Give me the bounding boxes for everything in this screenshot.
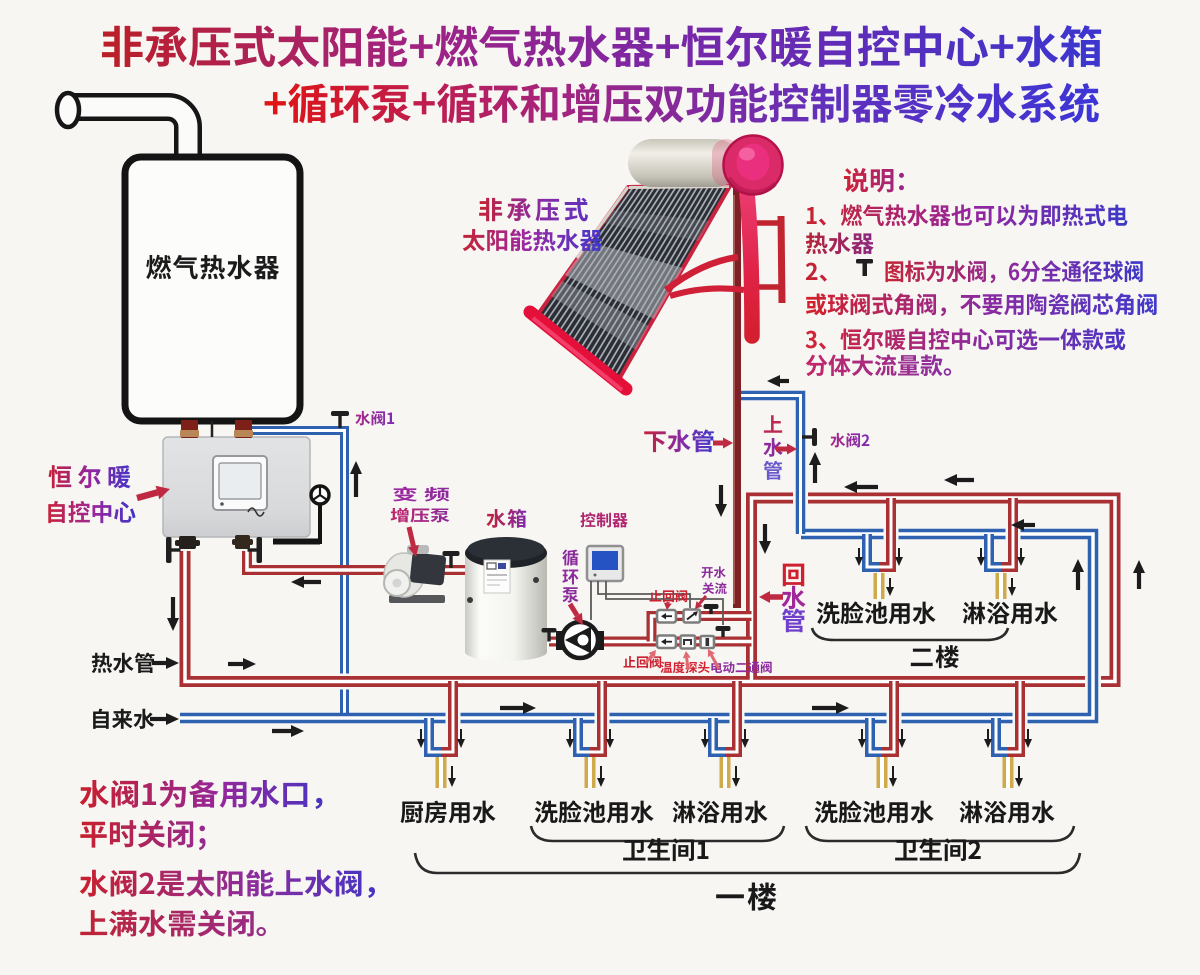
svg-text:泵: 泵 [562,581,579,606]
svg-text:太阳能热水器: 太阳能热水器 [462,222,603,256]
svg-text:水阀1为备用水口，: 水阀1为备用水口， [79,772,341,814]
svg-text:水: 水 [763,432,783,461]
svg-text:热水器: 热水器 [805,225,874,259]
svg-text:二楼: 二楼 [910,639,961,674]
svg-text:自控中心: 自控中心 [45,494,136,528]
svg-text:平时关闭；: 平时关闭； [79,812,224,854]
svg-text:3、恒尔暖自控中心可选一体款或: 3、恒尔暖自控中心可选一体款或 [805,321,1126,355]
svg-text:下水管: 下水管 [643,422,715,457]
svg-text:恒 尔 暖: 恒 尔 暖 [48,459,131,494]
svg-text:水阀2是太阳能上水阀，: 水阀2是太阳能上水阀， [79,862,393,903]
svg-text:电动二通阀: 电动二通阀 [710,657,773,676]
svg-text:厨房用水: 厨房用水 [400,793,496,828]
svg-text:分体大流量款。: 分体大流量款。 [805,347,966,381]
svg-text:止回阀: 止回阀 [623,652,662,671]
svg-text:控制器: 控制器 [580,507,628,531]
svg-text:非承压式太阳能+燃气热水器+恒尔暖自控中心+水箱: 非承压式太阳能+燃气热水器+恒尔暖自控中心+水箱 [100,12,1103,76]
svg-text:+循环泵+循环和增压双功能控制器零冷水系统: +循环泵+循环和增压双功能控制器零冷水系统 [263,71,1100,132]
svg-text:上满水需关闭。: 上满水需关闭。 [79,902,285,943]
svg-text:淋浴用水: 淋浴用水 [962,594,1058,629]
svg-text:淋浴用水: 淋浴用水 [672,793,768,828]
svg-text:非承压式: 非承压式 [478,191,592,227]
svg-text:管: 管 [781,602,806,638]
svg-text:燃气热水器: 燃气热水器 [145,248,280,285]
svg-text:洗脸池用水: 洗脸池用水 [534,793,654,828]
svg-text:水阀1: 水阀1 [355,407,395,429]
svg-text:环: 环 [562,563,579,588]
svg-text:水阀2: 水阀2 [830,429,870,451]
svg-text:1、燃气热水器也可以为即热式电: 1、燃气热水器也可以为即热式电 [805,197,1128,231]
svg-text:关流: 关流 [702,578,728,597]
svg-text:卫生间1: 卫生间1 [622,832,710,867]
svg-text:2、: 2、 [805,253,842,287]
svg-text:自来水: 自来水 [90,703,155,734]
svg-text:洗脸池用水: 洗脸池用水 [814,793,934,828]
svg-text:温度探头: 温度探头 [660,657,710,676]
svg-text:变 频: 变 频 [392,483,451,505]
svg-text:图标为水阀，6分全通径球阀: 图标为水阀，6分全通径球阀 [884,253,1144,287]
svg-text:水: 水 [781,579,806,615]
svg-text:淋浴用水: 淋浴用水 [959,793,1055,828]
svg-text:循: 循 [562,544,579,569]
svg-text:开水: 开水 [701,562,727,581]
svg-text:一楼: 一楼 [715,873,779,917]
svg-text:说明：: 说明： [843,161,921,198]
svg-text:上: 上 [763,409,783,438]
svg-text:热水管: 热水管 [91,647,156,678]
svg-text:卫生间2: 卫生间2 [894,832,982,867]
svg-text:水箱: 水箱 [486,503,528,532]
svg-text:回: 回 [781,556,806,592]
svg-text:止回阀: 止回阀 [649,586,688,605]
svg-text:洗脸池用水: 洗脸池用水 [816,594,936,629]
svg-text:增压泵: 增压泵 [390,504,451,526]
svg-text:管: 管 [763,455,783,484]
svg-text:或球阀式角阀，不要用陶瓷阀芯角阀: 或球阀式角阀，不要用陶瓷阀芯角阀 [805,286,1158,320]
